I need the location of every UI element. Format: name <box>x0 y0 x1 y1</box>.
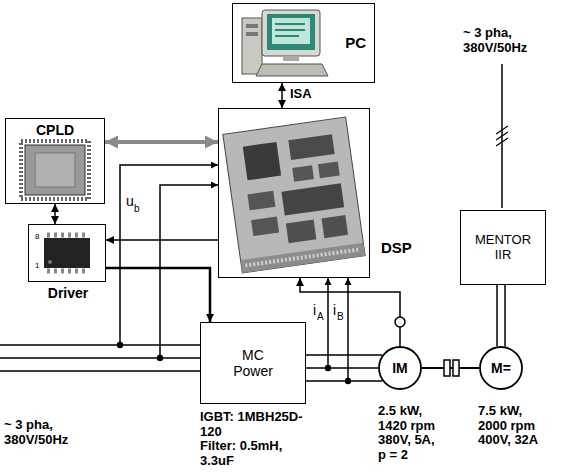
dsp-board-picture <box>251 217 279 236</box>
supply-wires <box>496 126 508 146</box>
pc-icon <box>283 56 299 61</box>
supply-label: ~ 3 pha, 380V/50Hz <box>4 418 94 447</box>
pc-icon <box>262 10 320 56</box>
signal-connector <box>105 140 218 144</box>
pc-icon <box>242 18 262 74</box>
junction-dots <box>345 378 351 384</box>
pin-number: 8 <box>35 233 39 242</box>
bus-label: ISA <box>289 86 313 101</box>
connector-group <box>55 83 505 381</box>
component-spec: Filter: 0.5mH, 3.3uF <box>200 439 310 468</box>
motor-circle: M= <box>479 346 523 390</box>
supply-wires <box>327 278 329 368</box>
signal-subscript: b <box>134 203 140 214</box>
node-label: MC Power <box>223 347 283 379</box>
dsp-board-picture <box>322 215 349 238</box>
pc-icon <box>246 24 258 28</box>
signal-connector <box>106 239 218 241</box>
dsp-board-picture <box>286 220 317 244</box>
node-label: PC <box>345 34 366 51</box>
motor-rating: 2.5 kW, 1420 rpm 380V, 5A, p = 2 <box>378 404 442 462</box>
dsp-board-picture <box>281 183 344 215</box>
motor-circle: IM <box>378 346 422 390</box>
signal-connector <box>306 355 382 381</box>
supply-wires <box>0 345 200 371</box>
shaft-coupling <box>453 360 459 376</box>
motor-outline <box>379 347 421 389</box>
dsp-board-picture <box>223 117 365 273</box>
dsp-board-picture <box>241 243 366 273</box>
node-label: Driver <box>29 285 107 301</box>
dsp-board-box: DSP <box>218 108 370 278</box>
dsp-board-picture <box>245 249 360 265</box>
signal-name: i <box>313 303 316 318</box>
node-label: MENTOR IIR <box>470 233 536 263</box>
signal-connector <box>497 285 505 346</box>
pc-icon <box>246 32 258 36</box>
component-spec: IGBT: 1MBH25D-120 <box>200 410 310 439</box>
signal-connector <box>281 83 283 108</box>
driver-box: Driver <box>28 224 106 282</box>
pc-icon <box>256 64 328 76</box>
signal-subscript: B <box>337 311 344 322</box>
cpld-chip-picture <box>25 145 85 195</box>
computer-box: PC <box>232 3 375 83</box>
supply-label: ~ 3 pha, 380V/50Hz <box>463 26 553 55</box>
shaft-coupling <box>444 360 450 376</box>
supply-wires <box>120 165 218 345</box>
shaft-coupling <box>444 360 459 376</box>
drive-box: MENTOR IIR <box>460 210 546 285</box>
node-label: IM <box>392 360 408 376</box>
junction-dots <box>117 342 123 348</box>
node-label: CPLD <box>36 122 74 138</box>
cpld-chip-picture <box>35 153 75 187</box>
motor-rating: 7.5 kW, 2000 rpm 400V, 32A <box>478 404 542 448</box>
driver-chip-picture <box>44 235 90 271</box>
junction-dots <box>157 355 163 361</box>
dsp-board-picture <box>292 165 314 182</box>
cpld-chip-picture <box>21 141 89 199</box>
dsp-board-picture <box>223 117 365 273</box>
pc-icon <box>275 24 305 36</box>
encoder-symbol <box>395 317 405 327</box>
node-label: M= <box>491 360 511 376</box>
junction-dots <box>117 342 351 384</box>
supply-wires <box>347 278 349 381</box>
signal-name: i <box>333 303 336 318</box>
motor-outline <box>480 347 522 389</box>
pc-icon <box>242 10 328 76</box>
pin-number: 1 <box>35 262 39 271</box>
converter-box: MC Power <box>200 322 306 404</box>
signal-connector <box>54 204 56 224</box>
node-label: DSP <box>381 239 412 256</box>
pc-icon <box>272 18 310 44</box>
cpld-box: CPLD <box>5 118 105 204</box>
dsp-board-picture <box>288 134 334 160</box>
encoder-symbol <box>395 317 405 327</box>
cpld-chip-picture <box>21 141 89 199</box>
driver-chip-picture <box>44 238 90 268</box>
pc-icon <box>267 14 315 50</box>
junction-dots <box>325 365 331 371</box>
dsp-board-picture <box>243 142 281 180</box>
signal-connector <box>300 278 400 346</box>
supply-wires <box>0 64 508 381</box>
driver-chip-picture <box>48 260 52 264</box>
dsp-board-picture <box>247 191 275 210</box>
signal-subscript: A <box>317 311 324 322</box>
supply-wires <box>160 185 218 358</box>
dsp-board-picture <box>318 162 340 179</box>
signal-name: u <box>126 194 134 209</box>
signal-connector <box>106 268 210 322</box>
